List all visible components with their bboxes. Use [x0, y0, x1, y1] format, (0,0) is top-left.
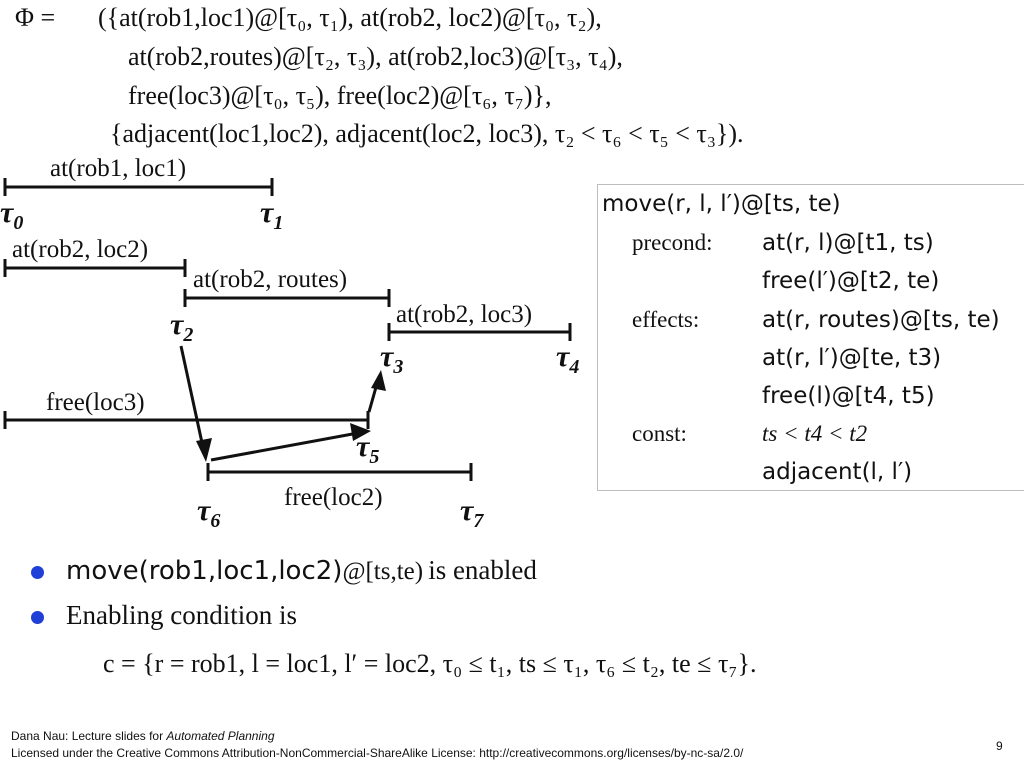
label-at-rob2-routes: at(rob2, routes)	[193, 266, 348, 293]
bullet-1: move(rob1,loc1,loc2)@[ts,te) is enabled	[66, 555, 537, 586]
effect-2: at(r, l′)@[te, t3)	[762, 345, 942, 371]
label-free-loc2: free(loc2)	[284, 484, 383, 511]
label-at-rob2-loc2: at(rob2, loc2)	[12, 236, 149, 263]
tau-4-label: τ4	[556, 340, 580, 378]
effects-label: effects:	[632, 307, 700, 332]
enabling-condition: c = {r = rob1, l = loc1, l′ = loc2, τ₀ ≤…	[103, 649, 757, 678]
bullet-dot-1	[31, 566, 44, 579]
timeline-lines	[3, 178, 572, 481]
arrow-tau6-to-tau5	[210, 431, 359, 462]
formula-line-4: {adjacent(loc1,loc2), adjacent(loc2, loc…	[110, 119, 744, 148]
precond-1: at(r, l)@[t1, ts)	[762, 230, 934, 256]
const-2: adjacent(l, l′)	[762, 459, 913, 485]
bullet-1-action: move(rob1,loc1,loc2)	[66, 556, 343, 586]
formula-line-1: ({at(rob1,loc1)@[τ₀, τ₁), at(rob2, loc2)…	[98, 3, 602, 32]
bullet-2: Enabling condition is	[66, 600, 297, 630]
page-number: 9	[996, 739, 1003, 753]
tau-3-label: τ3	[380, 340, 404, 378]
tau-5-label: τ5	[356, 430, 380, 468]
footer-credit: Dana Nau: Lecture slides for Automated P…	[11, 729, 275, 743]
label-at-rob1-loc1: at(rob1, loc1)	[50, 155, 187, 182]
const-label: const:	[632, 421, 687, 446]
label-at-rob2-loc3: at(rob2, loc3)	[396, 301, 533, 328]
formula-lead: Φ =	[15, 3, 56, 32]
precond-2: free(l′)@[t2, te)	[762, 268, 940, 294]
footer-license: Licensed under the Creative Commons Attr…	[11, 746, 744, 760]
formula-line-3: free(loc3)@[τ₀, τ₅), free(loc2)@[τ₆, τ₇)…	[128, 81, 552, 110]
bullet-dot-2	[31, 611, 44, 624]
formula-line-2: at(rob2,routes)@[τ₂, τ₃), at(rob2,loc3)@…	[128, 42, 623, 71]
effect-3: free(l)@[t4, t5)	[762, 383, 935, 409]
tau-6-label: τ6	[197, 494, 221, 532]
arrow-tau2-to-tau6	[179, 345, 206, 453]
effect-1: at(r, routes)@[ts, te)	[762, 307, 1000, 333]
footer-book-title: Automated Planning	[166, 729, 275, 743]
action-head: move(r, l, l′)@[ts, te)	[602, 191, 841, 217]
action-definition-box: move(r, l, l′)@[ts, te) precond: at(r, l…	[597, 184, 1024, 491]
bullet-1-interval: @[ts,te)	[342, 558, 424, 585]
label-free-loc3: free(loc3)	[46, 389, 145, 416]
tau-7-label: τ7	[460, 494, 484, 532]
precond-label: precond:	[632, 230, 713, 255]
tau-1-label: τ1	[260, 196, 284, 234]
const-1: ts < t4 < t2	[762, 421, 868, 446]
tau-2-label: τ2	[170, 308, 194, 346]
tau-0-label: τ0	[0, 196, 24, 234]
bullet-1-rest: is enabled	[428, 555, 537, 585]
